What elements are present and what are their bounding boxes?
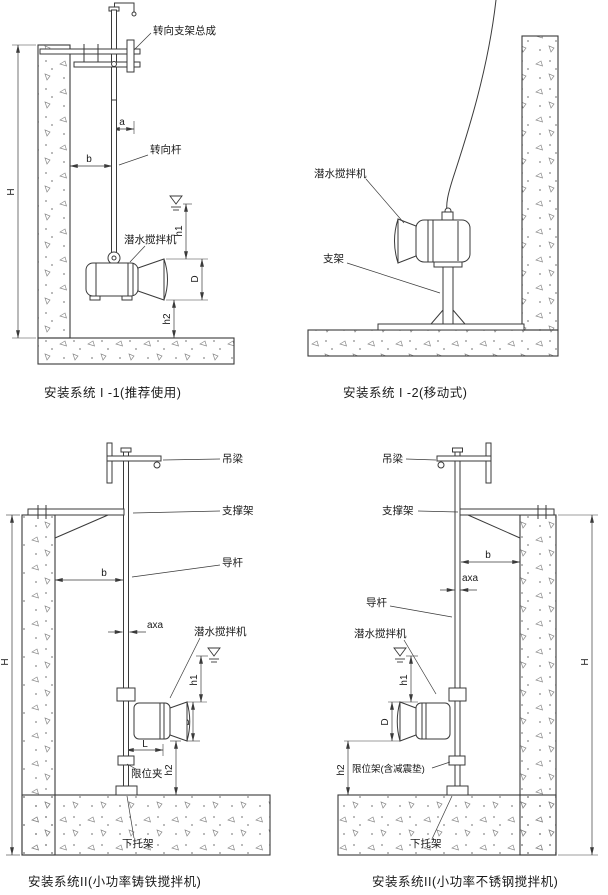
ii-cast-dim-H: H — [0, 658, 11, 665]
ii-ss-label-guide-rod: 导杆 — [366, 596, 387, 609]
i1-label-steering-rod: 转向杆 — [150, 143, 182, 156]
ii-cast-dim-b: b — [101, 568, 107, 579]
ii-cast-bottom-bracket — [115, 785, 138, 796]
i1-dim-a: a — [119, 117, 125, 128]
ii-cast-label-bottom-bracket: 下托架 — [122, 837, 154, 850]
ii-ss-guide-rod — [454, 451, 461, 796]
i1-bracket-lower-plate — [73, 61, 141, 68]
i1-bracket-assembly — [126, 39, 135, 73]
ii-ss-label-support: 支撑架 — [382, 504, 414, 517]
i2-stand — [377, 261, 525, 331]
mixer-propeller — [169, 701, 188, 742]
ii-ss-label-mixer: 潜水搅拌机 — [354, 627, 407, 640]
mixer-propeller — [137, 258, 165, 301]
i1-dim-b: b — [86, 154, 92, 165]
i2-wall — [521, 35, 559, 331]
ii-cast-dim-h1: h1 — [189, 674, 200, 686]
ii-cast-label-guide-rod: 导杆 — [222, 556, 243, 569]
ii-cast-beam — [106, 455, 162, 462]
ii-cast-caption: 安装系统II(小功率铸铁搅拌机) — [28, 874, 201, 889]
ii-cast-dim-L: L — [142, 739, 148, 750]
ii-ss-labels: 吊梁 支撑架 导杆 潜水搅拌机 限位架(含减震垫) 下托架 — [352, 452, 459, 850]
ii-ss-limit-bracket — [448, 755, 466, 766]
hanger-pulley — [153, 461, 161, 469]
crank-knob — [131, 11, 137, 17]
i1-dim-H: H — [6, 188, 17, 195]
ii-cast-dim-axa: axa — [147, 620, 164, 631]
ii-cast-mixer — [116, 687, 191, 742]
i1-bracket-base-plate — [39, 48, 141, 55]
water-level-icon — [207, 647, 221, 663]
diagram-i2: 潜水搅拌机 支架 安装系统 I -2(移动式) — [307, 0, 559, 400]
ii-cast-floor — [21, 794, 271, 856]
mixer-propeller — [397, 218, 417, 264]
i1-caption: 安装系统 I -1(推荐使用) — [44, 385, 181, 400]
guide-slider — [116, 687, 136, 702]
i1-labels: 转向支架总成 转向杆 潜水搅拌机 — [118, 24, 216, 263]
ii-ss-dim-D: D — [380, 718, 391, 725]
ii-ss-floor — [337, 794, 557, 856]
guide-slider — [448, 687, 467, 702]
power-cable — [446, 0, 497, 213]
diagram-ii-ss: H b axa h1 D h2 — [336, 442, 598, 889]
i1-dim-h2: h2 — [162, 313, 173, 325]
ii-cast-dim-h2: h2 — [164, 764, 175, 776]
ii-cast-dimensions: H b axa h1 D L h2 — [0, 514, 208, 856]
stand-base-plate — [377, 323, 525, 331]
i1-dim-D: D — [190, 275, 201, 282]
ii-ss-dim-b: b — [485, 550, 491, 561]
i2-label-stand: 支架 — [323, 253, 344, 265]
i1-dim-h1: h1 — [174, 225, 185, 237]
ii-cast-label-support: 支撑架 — [222, 504, 254, 517]
i1-floor — [37, 337, 235, 365]
hanger-pulley — [437, 461, 445, 469]
ii-ss-dim-h2: h2 — [336, 764, 347, 776]
hanger-post — [106, 442, 113, 484]
hanger-post — [485, 442, 492, 484]
pivot-bolt — [111, 61, 117, 67]
i1-label-mixer: 潜水搅拌机 — [124, 233, 177, 246]
diagram-ii-cast: H b axa h1 D L h2 — [0, 442, 271, 889]
i2-caption: 安装系统 I -2(移动式) — [343, 385, 467, 400]
water-level-icon — [393, 647, 407, 663]
ii-ss-dimensions: H b axa h1 D h2 — [336, 514, 598, 856]
mixer-motor-body — [415, 702, 451, 740]
ii-ss-mixer — [396, 687, 467, 742]
ii-ss-dim-h1: h1 — [399, 674, 410, 686]
ii-cast-label-limit-clamp: 限位夹 — [131, 767, 163, 780]
mixer-motor-body — [133, 702, 171, 740]
i2-labels: 潜水搅拌机 支架 — [314, 167, 441, 294]
mixer-motor-body — [415, 219, 471, 263]
ii-cast-label-beam: 吊梁 — [222, 452, 243, 465]
i1-mixer — [85, 251, 168, 301]
i2-floor — [307, 329, 559, 357]
ii-cast-guide-rod — [123, 451, 129, 796]
water-level-icon — [169, 195, 183, 211]
ii-cast-limit-clamp — [117, 755, 135, 766]
mixer-propeller — [399, 701, 417, 742]
ii-cast-label-mixer: 潜水搅拌机 — [194, 625, 247, 638]
i1-dimensions: H a b h1 D h2 — [6, 44, 208, 339]
diagram-i1: H a b h1 D h2 — [6, 2, 235, 400]
ii-ss-label-bottom-bracket: 下托架 — [410, 837, 442, 850]
ii-ss-beam — [436, 455, 492, 462]
ii-cast-support — [27, 508, 125, 516]
ii-ss-dim-H: H — [580, 658, 591, 665]
ii-ss-dim-axa: axa — [462, 573, 479, 584]
ii-ss-label-beam: 吊梁 — [382, 452, 403, 465]
ii-ss-caption: 安装系统II(小功率不锈钢搅拌机) — [372, 874, 558, 889]
ii-ss-label-limit-bracket: 限位架(含减震垫) — [352, 763, 425, 775]
i1-label-bracket-assembly: 转向支架总成 — [153, 24, 216, 37]
stand-post — [442, 266, 454, 325]
ii-cast-labels: 吊梁 支撑架 导杆 潜水搅拌机 限位夹 下托架 — [122, 452, 254, 850]
i2-label-mixer: 潜水搅拌机 — [314, 167, 367, 180]
mixer-motor-body — [85, 262, 139, 297]
i1-steering-rod — [111, 9, 117, 263]
ii-ss-support — [459, 508, 555, 516]
i2-mixer — [394, 207, 471, 264]
i1-wall — [37, 44, 71, 339]
ii-ss-bottom-bracket — [446, 785, 469, 796]
